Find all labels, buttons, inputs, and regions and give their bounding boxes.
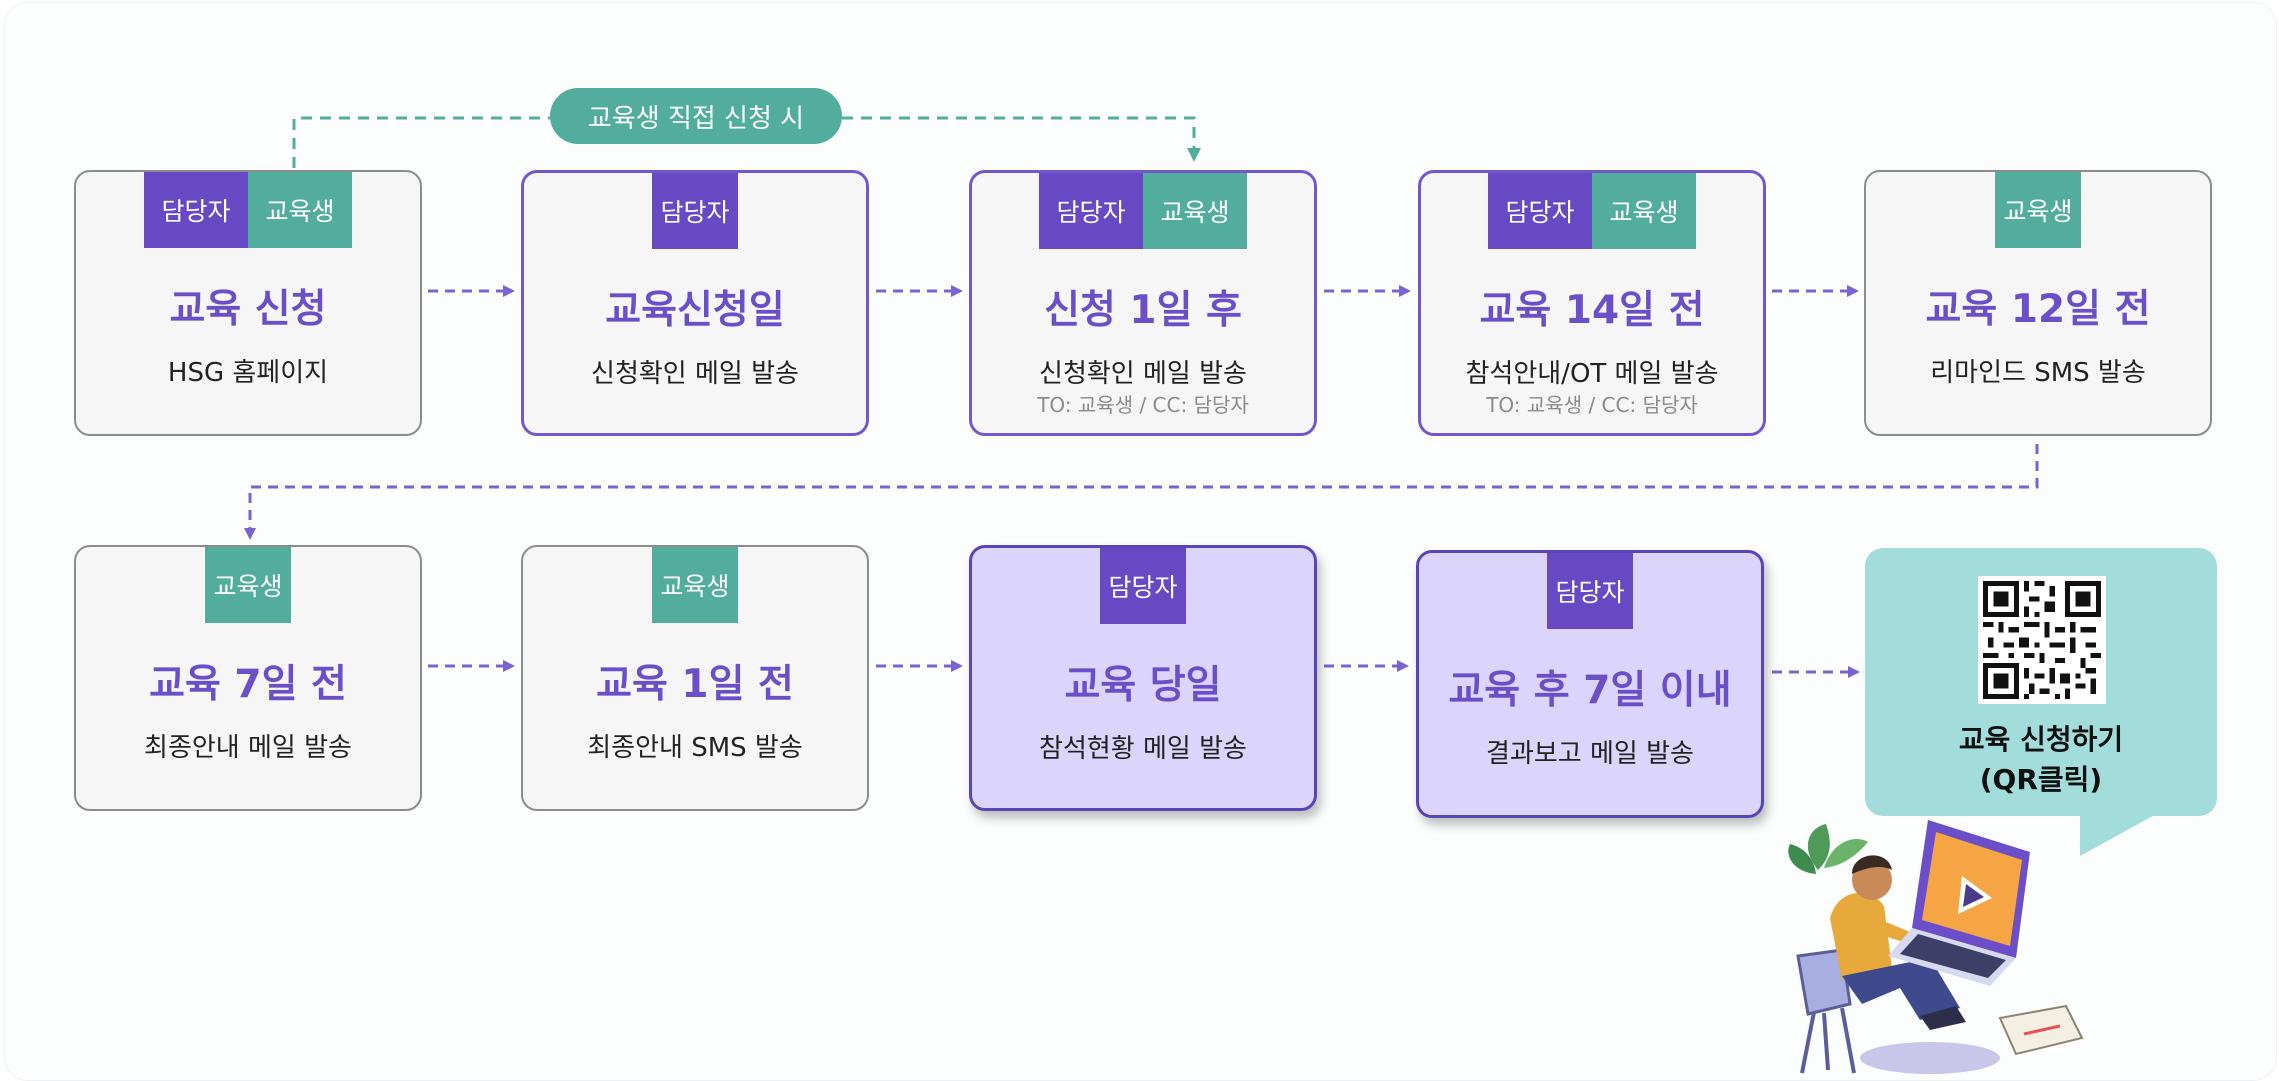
step-1day-after: 담당자 교육생 신청 1일 후 신청확인 메일 발송 TO: 교육생 / CC:… [969, 170, 1317, 436]
role-tag-manager: 담당자 [1488, 173, 1592, 249]
step-note: TO: 교육생 / CC: 담당자 [1037, 393, 1249, 417]
step-desc: 결과보고 메일 발송 [1486, 739, 1694, 769]
step-1day-before: 교육생 교육 1일 전 최종안내 SMS 발송 [521, 545, 869, 811]
step-within-7days-after: 담당자 교육 후 7일 이내 결과보고 메일 발송 [1416, 550, 1764, 818]
role-tag-manager: 담당자 [1100, 548, 1186, 624]
step-title: 교육 14일 전 [1479, 288, 1705, 333]
step-title: 교육 12일 전 [1925, 287, 2151, 332]
step-note: TO: 교육생 / CC: 담당자 [1486, 393, 1698, 417]
step-education-day: 담당자 교육 당일 참석현황 메일 발송 [969, 545, 1317, 811]
step-title: 교육 당일 [1064, 663, 1222, 708]
step-title: 교육신청일 [605, 288, 785, 333]
step-desc: 최종안내 메일 발송 [144, 733, 352, 763]
role-tag-student: 교육생 [1143, 173, 1247, 249]
step-desc: 리마인드 SMS 발송 [1930, 358, 2146, 388]
role-tag-student: 교육생 [1995, 172, 2081, 248]
role-tag-manager: 담당자 [652, 173, 738, 249]
step-desc: 신청확인 메일 발송 [591, 359, 799, 389]
step-desc: 최종안내 SMS 발송 [587, 733, 803, 763]
step-apply: 담당자 교육생 교육 신청 HSG 홈페이지 [74, 170, 422, 436]
role-tag-manager: 담당자 [144, 172, 248, 248]
role-tag-student: 교육생 [248, 172, 352, 248]
step-title: 교육 후 7일 이내 [1448, 668, 1732, 713]
person-laptop-illustration [1788, 820, 2084, 1074]
step-desc: 신청확인 메일 발송 [1039, 359, 1247, 389]
role-tag-student: 교육생 [652, 547, 738, 623]
speech-bubble-tail [2080, 812, 2160, 856]
qr-code-icon[interactable] [1978, 576, 2106, 704]
qr-apply-label: 교육 신청하기 [1958, 723, 2124, 756]
step-title: 교육 1일 전 [596, 662, 794, 707]
qr-click-hint: (QR클릭) [1979, 763, 2103, 796]
role-tag-student: 교육생 [205, 547, 291, 623]
step-14days-before: 담당자 교육생 교육 14일 전 참석안내/OT 메일 발송 TO: 교육생 /… [1418, 170, 1766, 436]
step-desc: 참석안내/OT 메일 발송 [1465, 359, 1719, 389]
role-tag-student: 교육생 [1592, 173, 1696, 249]
step-7days-before: 교육생 교육 7일 전 최종안내 메일 발송 [74, 545, 422, 811]
step-desc: 참석현황 메일 발송 [1039, 734, 1247, 764]
role-tag-manager: 담당자 [1547, 553, 1633, 629]
step-title: 교육 7일 전 [149, 662, 347, 707]
direct-apply-pill: 교육생 직접 신청 시 [550, 88, 842, 144]
step-12days-before: 교육생 교육 12일 전 리마인드 SMS 발송 [1864, 170, 2212, 436]
role-tag-manager: 담당자 [1039, 173, 1143, 249]
step-title: 교육 신청 [169, 287, 327, 332]
step-title: 신청 1일 후 [1044, 288, 1242, 333]
step-apply-date: 담당자 교육신청일 신청확인 메일 발송 [521, 170, 869, 436]
qr-apply-button[interactable]: 교육 신청하기 (QR클릭) [1865, 548, 2217, 816]
step-desc: HSG 홈페이지 [167, 358, 329, 388]
